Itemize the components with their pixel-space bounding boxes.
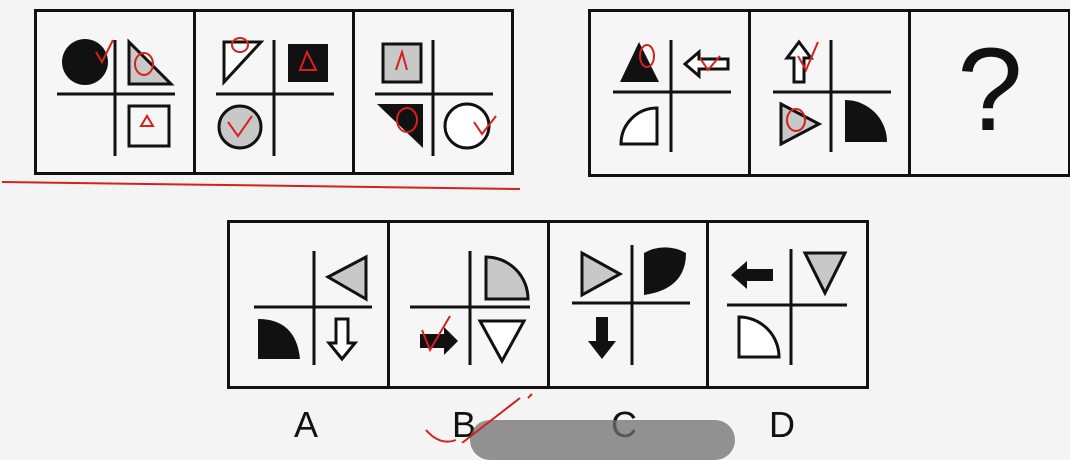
square-icon: [127, 104, 171, 148]
panel-1-2: [196, 12, 355, 172]
circle-gray-icon: [217, 104, 263, 150]
question-mark: ?: [957, 24, 1023, 156]
quarter-circle-black-icon: [845, 100, 887, 142]
triangle-gray-icon: [779, 101, 823, 147]
square-black-icon: [288, 44, 328, 82]
option-label-d[interactable]: D: [769, 404, 795, 445]
arrow-right-black-icon: [419, 327, 458, 355]
quarter-circle-gray-icon: [484, 255, 530, 301]
circle-outline-icon: [443, 102, 491, 150]
option-a-panel[interactable]: [230, 223, 390, 386]
quarter-circle-outline-icon: [737, 315, 781, 359]
quarter-circle-black-icon: [643, 247, 686, 295]
panel-2-1: [591, 12, 751, 174]
panel-2-2: [751, 12, 911, 174]
sequence-group-2: ?: [588, 9, 1070, 177]
arrow-left-black-icon: [731, 261, 774, 289]
arrow-down-black-icon: [587, 317, 616, 359]
option-c-figure: [571, 245, 690, 365]
panel-2-2-figure: [773, 39, 891, 152]
triangle-gray-icon: [127, 38, 175, 86]
sequence-group-1: [34, 9, 514, 175]
triangle-outline-icon: [222, 40, 265, 86]
panel-1-1: [37, 12, 196, 172]
option-d-figure: [727, 249, 848, 365]
panel-2-1-figure: [613, 40, 731, 152]
answer-options: [227, 220, 869, 389]
arrow-left-outline-icon: [682, 48, 730, 80]
option-b-figure: [409, 251, 530, 365]
option-c-panel[interactable]: [550, 223, 710, 386]
square-gray-icon: [381, 42, 423, 84]
triangle-black-icon: [377, 104, 423, 148]
panel-1-3: [355, 12, 511, 172]
triangle-black-icon: [620, 42, 659, 82]
panel-question: ?: [911, 12, 1068, 174]
arrow-up-outline-icon: [784, 39, 814, 84]
option-label-a[interactable]: A: [293, 404, 318, 445]
option-a-figure: [254, 251, 372, 365]
video-control-bar[interactable]: [470, 420, 735, 460]
triangle-outline-icon: [477, 319, 527, 365]
triangle-gray-icon: [324, 254, 368, 302]
triangle-gray-icon: [802, 251, 848, 297]
arrow-down-outline-icon: [325, 317, 359, 362]
circle-black-icon: [62, 39, 108, 85]
option-d-panel[interactable]: [709, 223, 866, 386]
triangle-gray-icon: [580, 250, 623, 298]
panel-1-3-figure: [375, 40, 493, 156]
panel-1-2-figure: [216, 40, 334, 156]
quarter-circle-outline-icon: [619, 106, 659, 146]
quarter-circle-black-icon: [258, 319, 300, 359]
option-b-panel[interactable]: [390, 223, 550, 386]
panel-1-1-figure: [57, 38, 175, 156]
